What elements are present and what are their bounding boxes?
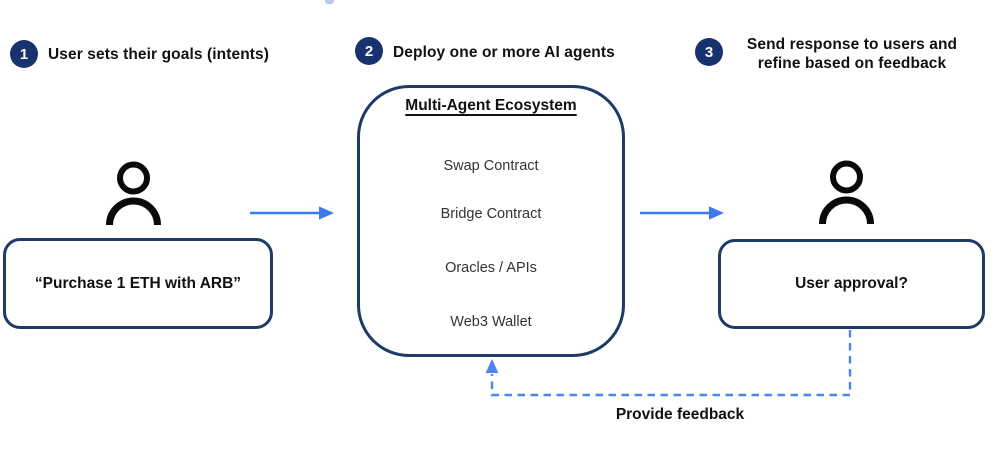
user-icon [106, 161, 161, 226]
user-head [117, 161, 150, 195]
multi-agent-ecosystem-box: Multi-Agent Ecosystem Swap Contract Brid… [357, 85, 625, 357]
agent-item-swap-contract: Swap Contract [443, 158, 539, 174]
user-approval-box: User approval? [718, 239, 985, 329]
cropped-fragment [325, 0, 334, 4]
agent-item-oracles-apis: Oracles / APIs [445, 260, 537, 276]
user-icon [819, 160, 874, 225]
intent-box-label: “Purchase 1 ETH with ARB” [34, 274, 242, 292]
step-3-badge: 3 [695, 38, 723, 66]
agent-item-web3-wallet: Web3 Wallet [450, 314, 532, 330]
step-1-label: User sets their goals (intents) [48, 46, 270, 63]
provide-feedback-label: Provide feedback [615, 406, 745, 423]
arrow-intents-to-agents [250, 206, 334, 220]
agent-item-bridge-contract: Bridge Contract [440, 206, 542, 222]
feedback-arrowhead [485, 359, 499, 373]
step-3-label-line-2: refine based on feedback [757, 54, 947, 72]
step-1-badge: 1 [10, 40, 38, 68]
step-2-badge: 2 [355, 37, 383, 65]
agent-box-title: Multi-Agent Ecosystem [405, 97, 577, 114]
arrow-agents-to-user [640, 206, 724, 220]
user-shoulders [106, 197, 161, 226]
step-2-label: Deploy one or more AI agents [393, 44, 615, 61]
step-3-label-line-1: Send response to users and [746, 36, 958, 53]
user-approval-label: User approval? [795, 275, 908, 292]
step-3-label: Send response to users and refine based … [721, 36, 983, 73]
user-head [830, 160, 863, 194]
intent-box: “Purchase 1 ETH with ARB” [3, 238, 273, 329]
user-shoulders [819, 196, 874, 225]
